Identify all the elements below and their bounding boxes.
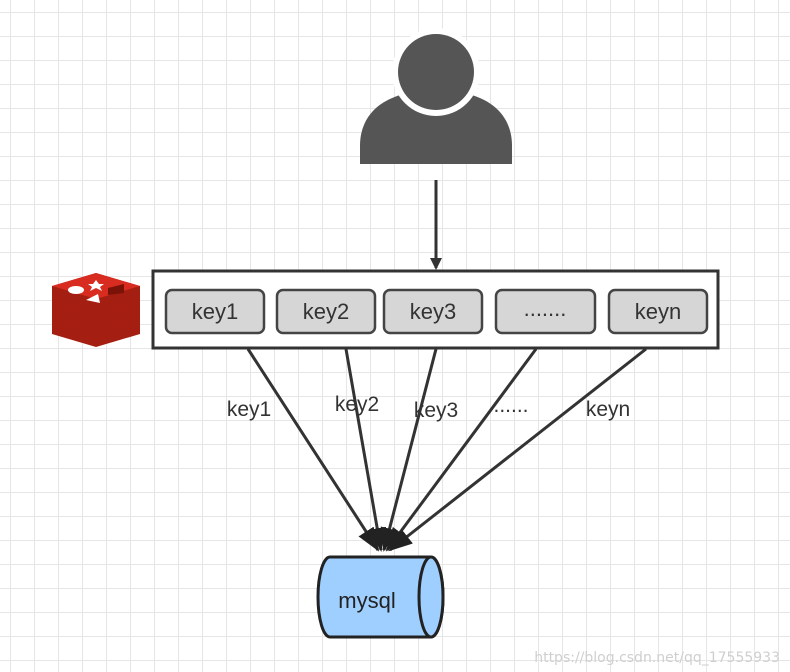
cache-key-label: key2 [303, 299, 349, 324]
db-query-line [246, 348, 380, 552]
db-query-line [385, 348, 538, 552]
db-query-line [388, 347, 647, 552]
edge-label: key2 [335, 393, 379, 416]
cache-key-box: keyn [607, 288, 709, 335]
edge-label: keyn [586, 398, 630, 421]
db-query-line [344, 348, 387, 552]
watermark-text: https://blog.csdn.net/qq_17555933 [534, 650, 780, 666]
edge-label: key1 [227, 398, 271, 421]
cache-key-box: key1 [164, 288, 266, 335]
cache-key-box: key3 [382, 288, 484, 335]
edge-label: key3 [414, 399, 458, 422]
cache-key-label: key1 [192, 299, 238, 324]
edge-label: ...... [493, 394, 528, 417]
cache-key-label: key3 [410, 299, 456, 324]
redis-logo-icon [52, 273, 140, 347]
database-cylinder-icon: mysql [316, 555, 445, 639]
user-silhouette-icon [360, 28, 512, 164]
database-label: mysql [338, 588, 395, 613]
cache-key-label: ....... [524, 296, 567, 321]
cache-key-label: keyn [635, 299, 681, 324]
cache-key-box: key2 [275, 288, 377, 335]
cache-key-box: ....... [494, 288, 597, 335]
db-query-line [380, 348, 438, 552]
